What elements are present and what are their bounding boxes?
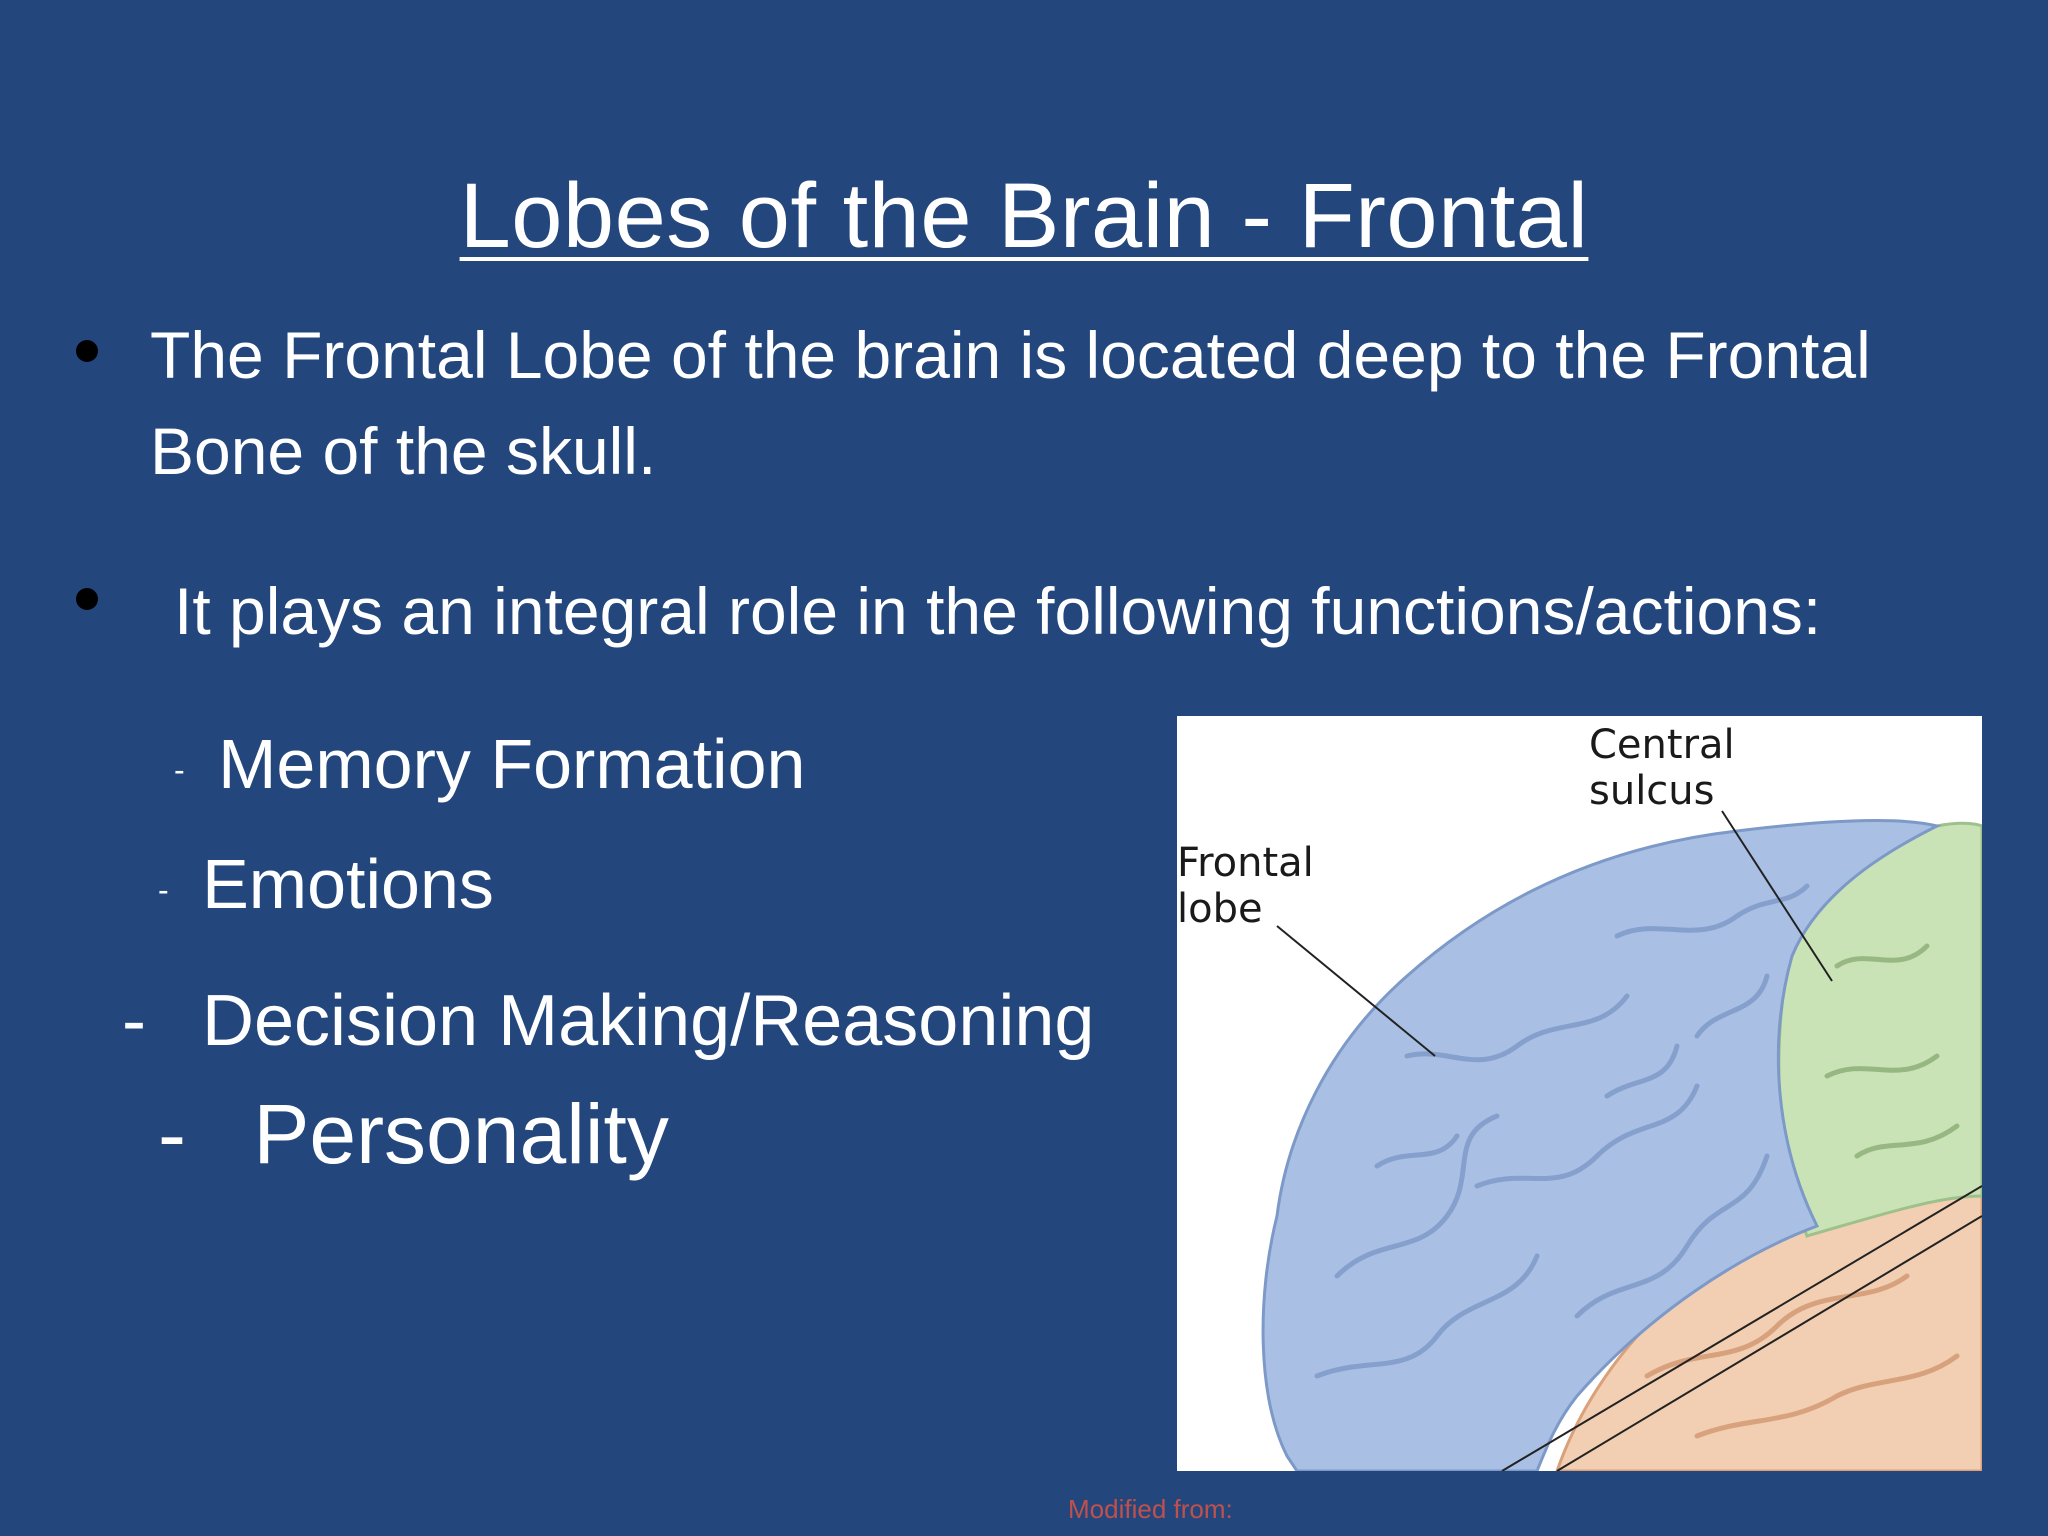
dash: - bbox=[158, 1087, 186, 1181]
frontal-lobe bbox=[1261, 819, 1942, 1471]
bullet-dot-1 bbox=[76, 340, 98, 362]
bullet-dot-2 bbox=[76, 588, 98, 610]
central-sulcus-pointer bbox=[1721, 810, 1833, 982]
frontal-lobe-pointer bbox=[1276, 925, 1436, 1057]
image-credit: Modified from: bbox=[1068, 1494, 1233, 1524]
function-label: Emotions bbox=[202, 845, 494, 923]
bullet-text-2: It plays an integral role in the followi… bbox=[174, 574, 1822, 648]
dash: - bbox=[174, 751, 185, 788]
brain-figure: Central sulcus Frontal lobe bbox=[1177, 716, 1982, 1471]
function-item-memory: - Memory Formation bbox=[174, 722, 805, 812]
function-label: Memory Formation bbox=[218, 725, 806, 803]
temporal-pointer bbox=[1501, 1185, 1982, 1471]
function-label: Personality bbox=[253, 1087, 669, 1181]
function-item-emotions: - Emotions bbox=[158, 842, 494, 932]
function-label: Decision Making/Reasoning bbox=[202, 981, 1095, 1061]
lateral-pointer bbox=[1556, 1215, 1982, 1471]
brain-illustration bbox=[1261, 810, 1982, 1471]
function-item-personality: - Personality bbox=[158, 1084, 669, 1184]
frontal-lobe-label: Frontal lobe bbox=[1177, 840, 1314, 932]
slide-title: Lobes of the Brain - Frontal bbox=[459, 165, 1589, 267]
function-item-decision: - Decision Making/Reasoning bbox=[122, 978, 1094, 1064]
central-sulcus-label: Central sulcus bbox=[1589, 722, 1735, 814]
dash: - bbox=[158, 871, 169, 908]
dash: - bbox=[122, 981, 146, 1061]
bullet-text-1: The Frontal Lobe of the brain is located… bbox=[150, 318, 1871, 488]
